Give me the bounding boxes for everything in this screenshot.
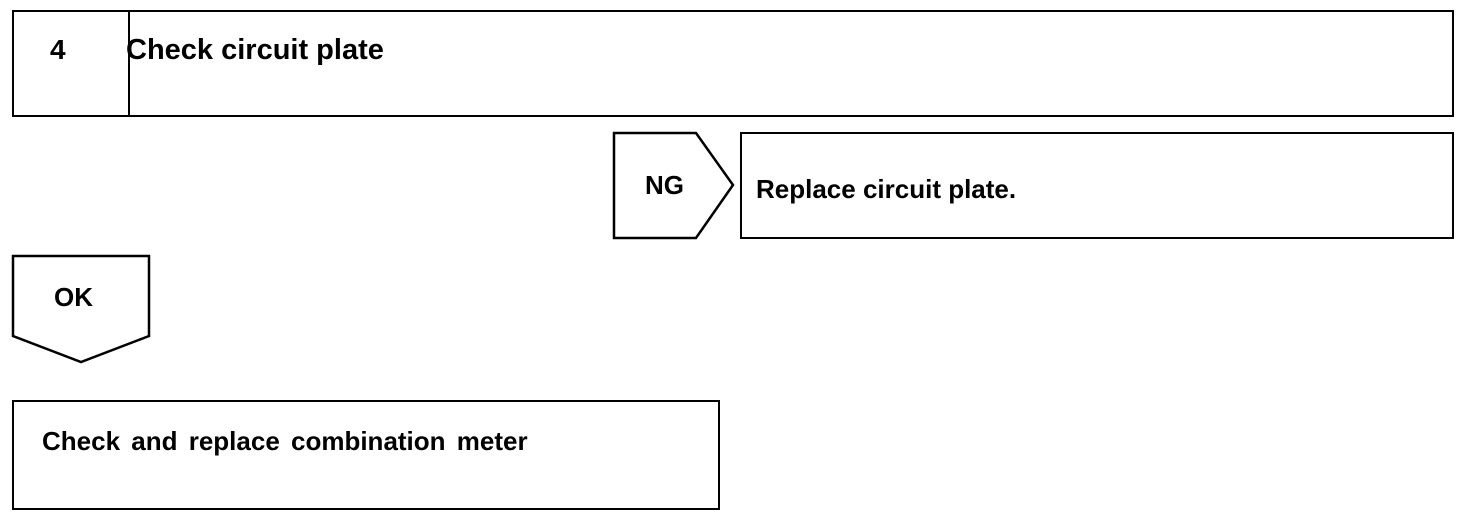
ng-arrow-shape xyxy=(612,131,735,240)
ng-action-text: Replace circuit plate. xyxy=(756,174,1017,204)
step-box xyxy=(12,10,1454,117)
ng-label: NG xyxy=(645,170,684,200)
ng-action-box: Replace circuit plate. xyxy=(740,132,1454,239)
result-text: Check and replace combination meter xyxy=(42,426,528,456)
step-divider xyxy=(128,12,130,115)
ok-arrow-shape xyxy=(11,254,151,364)
ok-label: OK xyxy=(54,282,93,312)
step-title: Check circuit plate xyxy=(126,34,384,66)
result-box: Check and replace combination meter xyxy=(12,400,720,510)
step-number: 4 xyxy=(50,34,66,65)
